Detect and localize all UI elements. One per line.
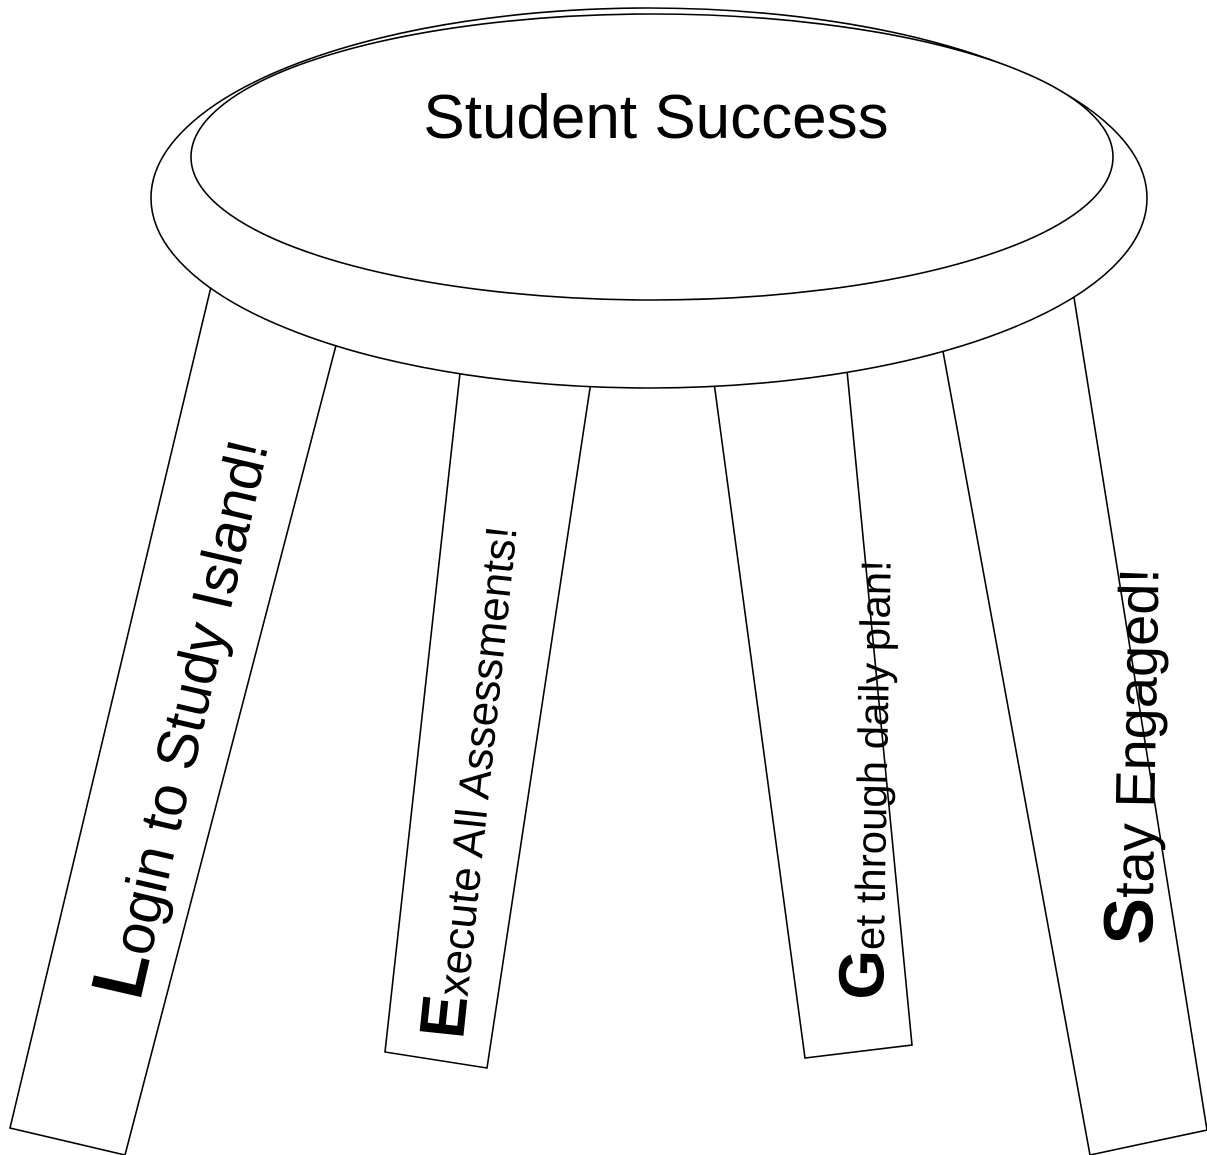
- seat-title: Student Success: [423, 83, 888, 152]
- leg-label-get-rest: et through daily plan!: [846, 560, 900, 951]
- leg-label-execute-initial: E: [405, 991, 481, 1041]
- leg-label-stay-rest: tay Engaged!: [1102, 567, 1171, 898]
- leg-label-stay-initial: S: [1089, 897, 1168, 945]
- leg-label-get-initial: G: [825, 949, 898, 1000]
- stool-seat-inner: [190, 13, 1114, 301]
- leg-label-stay: Stay Engaged!: [1089, 567, 1174, 945]
- leg-label-get: Get through daily plan!: [825, 559, 905, 1000]
